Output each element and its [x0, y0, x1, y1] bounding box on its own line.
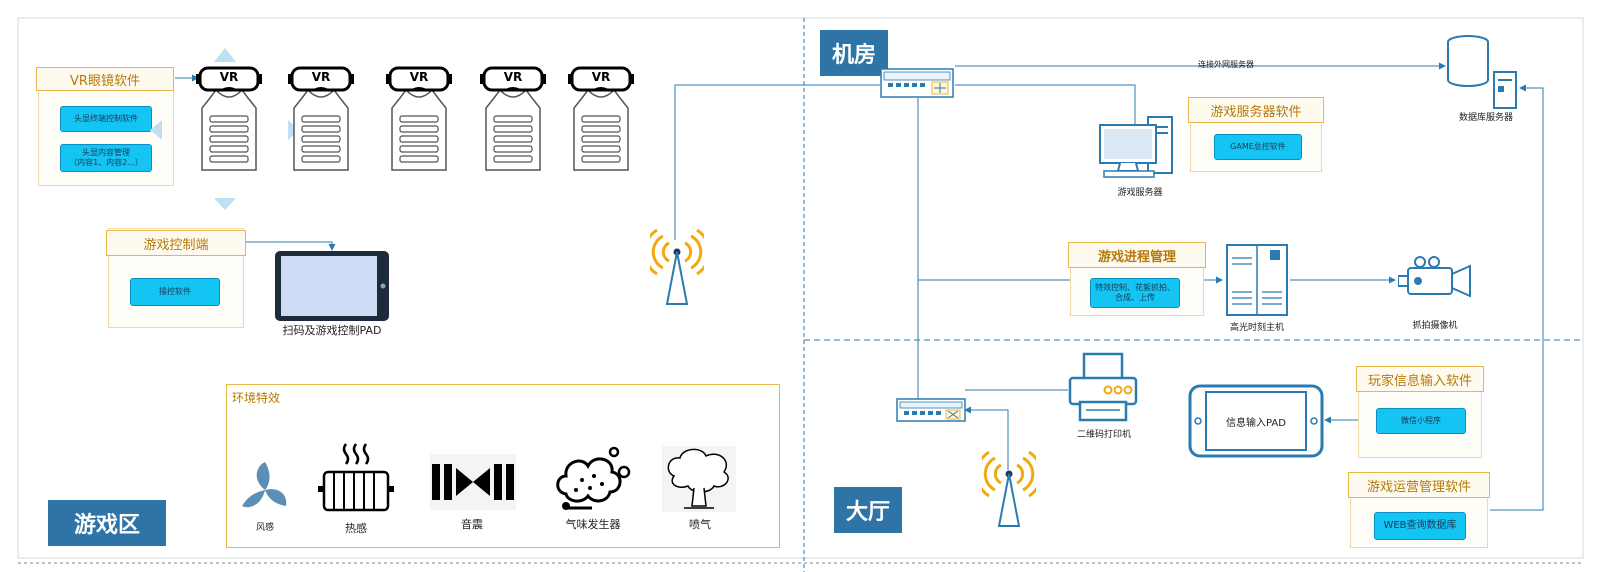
environment-title: 环境特效: [232, 391, 281, 405]
wechat-miniprogram-button[interactable]: 微信小程序: [1376, 408, 1466, 434]
hall-network-switch-icon: [896, 398, 966, 422]
zone-label-machine-room: 机房: [820, 30, 888, 76]
web-query-database-button[interactable]: WEB查询数据库: [1374, 512, 1466, 540]
fan-icon: [242, 462, 287, 508]
connector-game-control: [245, 241, 336, 251]
connector-ops-db: [1490, 84, 1544, 511]
env-label-scent: 气味发生器: [565, 518, 621, 531]
vr-vest-icon: [386, 66, 452, 171]
zone-label-hall: 大厅: [834, 487, 902, 533]
vr-headset-text: VR: [591, 70, 611, 84]
vr-vest-icon: [568, 66, 634, 171]
heater-icon: [318, 443, 394, 512]
nav-left-triangle-icon: [150, 120, 162, 140]
tablet-pad-icon[interactable]: [274, 250, 390, 322]
vr-headset-text: VR: [219, 70, 239, 84]
capture-camera-label: 抓拍摄像机: [1412, 321, 1458, 331]
game-control-title: 游戏控制端: [106, 230, 246, 256]
pad-label: 扫码及游戏控制PAD: [282, 324, 382, 337]
external-link-label: 连接外网服务器: [1198, 60, 1254, 69]
player-info-title: 玩家信息输入软件: [1356, 366, 1484, 392]
speaker-vibration-icon: [430, 454, 516, 510]
vr-vest-icon: [480, 66, 546, 171]
database-server-icon: [1447, 35, 1517, 109]
game-master-control-button[interactable]: GAME总控软件: [1214, 134, 1302, 160]
qr-printer-icon: [1068, 352, 1138, 422]
vr-headset-text: VR: [503, 70, 523, 84]
env-label-sound: 音震: [461, 518, 483, 531]
operations-title: 游戏运营管理软件: [1348, 472, 1490, 498]
nav-up-triangle-icon: [214, 48, 236, 62]
qr-printer-label: 二维码打印机: [1076, 430, 1131, 440]
effects-capture-upload-button[interactable]: 特效控制、花絮抓拍、合成、上传: [1090, 278, 1180, 308]
game-server-computer-icon: [1099, 116, 1173, 178]
game-server-label: 游戏服务器: [1117, 188, 1163, 198]
info-pad-label: 信息输入PAD: [1226, 418, 1286, 429]
connector-hall-wifi: [964, 406, 1009, 470]
env-label-heat: 热感: [345, 522, 367, 535]
vr-vest-icon: [288, 66, 354, 171]
info-input-pad-icon[interactable]: [1188, 384, 1324, 458]
scent-generator-icon: [556, 446, 631, 510]
outer-frame: [17, 17, 1584, 559]
vr-vest-icon: [196, 66, 262, 171]
database-server-label: 数据库服务器: [1458, 113, 1513, 123]
air-jet-icon: [662, 446, 736, 512]
highlight-host-icon: [1226, 244, 1288, 316]
nav-down-triangle-icon: [214, 198, 236, 210]
env-label-wind: 风感: [255, 523, 274, 533]
hall-wifi-tower-icon: [982, 450, 1036, 527]
vr-headset-vest-5: VR: [568, 64, 634, 172]
vr-headset-vest-1: VR: [196, 64, 262, 172]
vr-headset-vest-2: VR: [288, 64, 354, 172]
highlight-host-label: 高光时刻主机: [1229, 323, 1284, 333]
headset-content-management-button[interactable]: 头显内容管理 （内容1、内容2...）: [60, 144, 152, 172]
game-server-software-title: 游戏服务器软件: [1188, 97, 1324, 123]
env-label-jet: 喷气: [689, 518, 711, 531]
vr-software-title: VR眼镜软件: [36, 67, 174, 91]
capture-camera-icon: [1398, 256, 1471, 298]
connector-wifi-switch: [674, 84, 880, 240]
vr-headset-text: VR: [409, 70, 429, 84]
wifi-tower-icon: [650, 228, 704, 305]
vr-headset-vest-4: VR: [480, 64, 546, 172]
control-software-button[interactable]: 操控软件: [130, 278, 220, 306]
headset-terminal-control-button[interactable]: 头显终端控制软件: [60, 106, 152, 132]
zone-label-game-area: 游戏区: [48, 500, 166, 546]
network-switch-icon: [880, 68, 954, 98]
process-management-title: 游戏进程管理: [1068, 242, 1206, 268]
vr-headset-vest-3: VR: [386, 64, 452, 172]
vr-headset-text: VR: [311, 70, 331, 84]
connector-game-server: [955, 84, 1136, 125]
